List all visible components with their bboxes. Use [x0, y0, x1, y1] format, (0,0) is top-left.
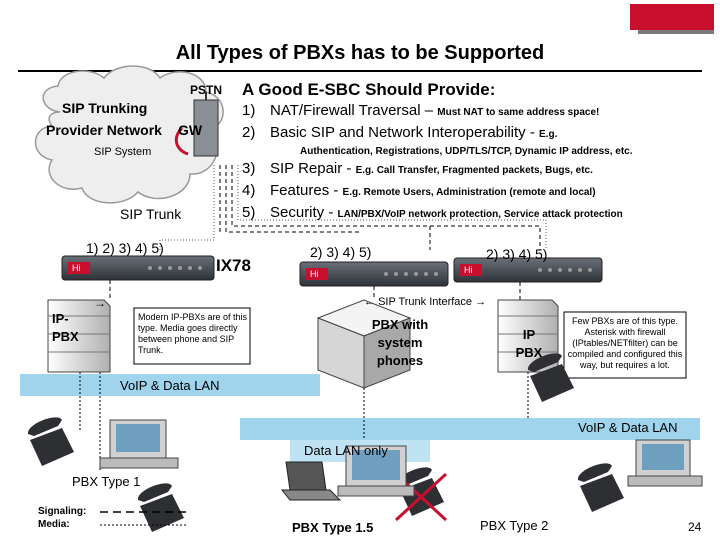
pbx15-lan-label: Data LAN only: [304, 443, 388, 458]
sip-trunk-interface-label: ← SIP Trunk Interface →: [364, 296, 487, 308]
brand-logo-shadow: [638, 30, 714, 34]
sip-trunk-signaling-lines: [219, 165, 541, 250]
pbx2-building-icon: [497, 299, 559, 373]
pbx1-note-box: [133, 307, 251, 365]
requirements-heading: A Good E-SBC Should Provide:: [242, 80, 496, 99]
pbx2-note-box: [563, 311, 687, 379]
pbx1-note: Modern IP-PBXs are of this type. Media g…: [138, 312, 248, 355]
requirement-1: 1)NAT/Firewall Traversal – Must NAT to s…: [242, 102, 600, 119]
pbx1-label: IP- PBX: [52, 311, 79, 344]
sip-system-label: SIP System: [94, 146, 152, 158]
pbx2-label: IP PBX: [515, 327, 543, 360]
pstn-label: PSTN: [190, 83, 223, 97]
title-underline: [18, 70, 702, 72]
requirement-4: 4)Features - E.g. Remote Users, Administ…: [242, 182, 596, 199]
arrow-left-icon: ←: [364, 296, 379, 308]
ix78-label: IX78: [216, 256, 251, 275]
cloud-label-provider-network: Provider Network: [46, 122, 162, 138]
pbx1-type-label: PBX Type 1: [72, 474, 141, 489]
requirement-3: 3)SIP Repair - E.g. Call Transfer, Fragm…: [242, 160, 593, 177]
arrow-right-icon: →: [472, 296, 487, 308]
slide-title: All Types of PBXs has to be Supported: [175, 42, 545, 64]
pbx15-label: PBX with system phones: [371, 317, 429, 368]
laptop-icon: [280, 461, 342, 501]
device-2-caption: 2) 3) 4) 5): [310, 244, 372, 260]
pbx1-lan-label: VoIP & Data LAN: [120, 378, 220, 393]
cloud-label-sip-trunking: SIP Trunking: [62, 100, 148, 116]
pbx15-type-label: PBX Type 1.5: [292, 520, 374, 535]
esbc-device-3: [453, 257, 603, 283]
computer-icon-2: [627, 439, 703, 487]
requirement-2: 2)Basic SIP and Network Interoperability…: [242, 124, 558, 141]
device-1-caption: 1) 2) 3) 4) 5): [86, 240, 164, 256]
device-3-caption: 2) 3) 4) 5): [486, 246, 548, 262]
pbx2-type-label: PBX Type 2: [480, 518, 549, 533]
page-number: 24: [688, 520, 702, 534]
requirement-2-continuation: Authentication, Registrations, UDP/TLS/T…: [300, 146, 633, 157]
pbx1-building-icon: [47, 299, 111, 373]
computer-icon-1: [99, 419, 179, 469]
pbx2-lan-bar: [240, 418, 700, 440]
arrow-right-icon: →: [94, 296, 106, 310]
gw-label: GW: [178, 122, 203, 138]
sip-trunk-label: SIP Trunk: [120, 206, 182, 222]
requirement-5: 5)Security - LAN/PBX/VoIP network protec…: [242, 204, 623, 221]
legend-media-label: Media:: [38, 519, 70, 530]
phone-icon-2: [137, 483, 184, 532]
pbx1-lan-bar: [20, 374, 320, 396]
phone-icon-1: [27, 417, 74, 466]
device-1-screen: Hi: [72, 263, 81, 273]
pbx2-note: Few PBXs are of this type. Asterisk with…: [567, 316, 683, 370]
phone-icon-3: [527, 353, 574, 402]
pbx15-cube-icon: [316, 299, 412, 389]
esbc-device-2: [299, 261, 449, 287]
computer-icon-3: [337, 445, 415, 497]
device-3-screen: Hi: [464, 265, 473, 275]
pbx2-lan-label: VoIP & Data LAN: [578, 420, 678, 435]
media-lines: [159, 165, 547, 250]
brand-logo-bar: [630, 4, 714, 30]
legend-signaling-label: Signaling:: [38, 506, 87, 517]
esbc-device-1: [61, 255, 215, 281]
device-2-screen: Hi: [310, 269, 319, 279]
phone-icon-5: [577, 463, 624, 512]
